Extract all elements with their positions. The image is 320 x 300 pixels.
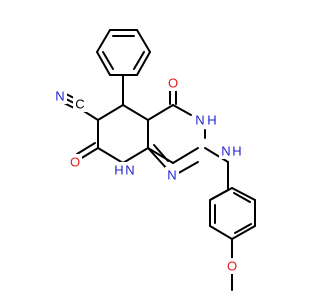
bond <box>102 51 114 70</box>
bond <box>122 147 149 164</box>
lactam-nh-hydrogen-label: H <box>114 163 123 178</box>
amino-hydrogen-label: H <box>232 144 241 159</box>
bond <box>147 147 169 171</box>
bond <box>147 104 174 121</box>
nitrile-nitrogen-label: N <box>55 89 64 104</box>
pyrimidine-nitrogen-label: N <box>167 168 176 183</box>
bond <box>172 104 192 116</box>
molecule-canvas: N C O N H O N H N N H O <box>53 29 256 291</box>
pyridinone-ring <box>97 104 149 164</box>
carbonyl-oxygen-label: O <box>168 76 178 91</box>
bond <box>172 147 199 164</box>
bond <box>133 51 145 70</box>
ring-nitrogen-label: N <box>195 113 204 128</box>
lactam-oxygen-label: O <box>70 155 80 170</box>
bond <box>136 29 151 53</box>
bond <box>122 104 149 121</box>
bond <box>136 51 151 76</box>
bond <box>231 225 256 240</box>
bond <box>97 147 124 164</box>
bond <box>231 187 256 201</box>
ring-nh-hydrogen-label: H <box>207 113 216 128</box>
amino-nitrogen-label: N <box>221 144 230 159</box>
bond <box>204 147 229 163</box>
bond <box>76 142 96 155</box>
bond <box>209 225 233 240</box>
bond <box>79 147 99 160</box>
pyrimidinone-ring <box>147 104 229 176</box>
bond <box>96 29 111 53</box>
anisyl-ring <box>209 161 256 240</box>
lactam-nitrogen-label: N <box>125 163 134 178</box>
bond <box>233 192 251 203</box>
structure-diagram: N C O N H O N H N N H O <box>53 29 256 291</box>
phenyl-ring <box>96 29 151 76</box>
atom-labels: N C O N H O N H N N H O <box>53 75 243 274</box>
methoxy-oxygen-label: O <box>227 259 237 274</box>
bond <box>234 223 252 234</box>
bond <box>96 51 111 76</box>
bond <box>209 187 233 201</box>
bond <box>147 147 174 164</box>
bond <box>97 104 124 121</box>
nitrile-carbon-label: C <box>75 97 84 112</box>
